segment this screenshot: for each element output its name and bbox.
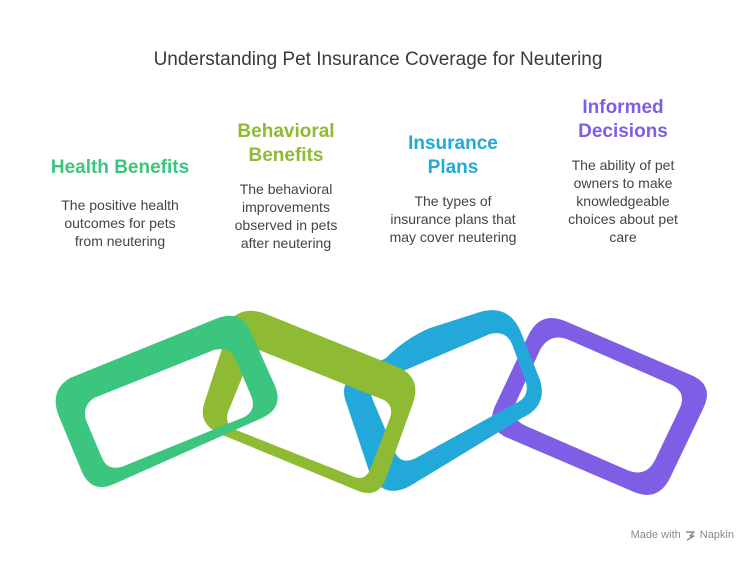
made-with-text: Made with: [630, 529, 681, 541]
napkin-brand-text: Napkin: [699, 529, 734, 541]
column-informed-decisions: Informed Decisions The ability of pet ow…: [543, 96, 703, 246]
chain-link-olive: [202, 310, 416, 494]
column-title: Insurance Plans: [373, 132, 533, 180]
title-line: Health Benefits: [50, 157, 190, 178]
desc-line: knowledgeable: [576, 193, 670, 209]
title-line: Plans: [427, 157, 479, 178]
column-description: The positive health outcomes for pets fr…: [40, 196, 200, 250]
column-title: Informed Decisions: [543, 96, 703, 144]
desc-line: The behavioral: [239, 181, 333, 197]
column-title: Behavioral Benefits: [206, 120, 366, 168]
title-line: Benefits: [248, 145, 324, 166]
title-line: Insurance: [408, 133, 498, 154]
column-description: The ability of pet owners to make knowle…: [543, 156, 703, 246]
title-line: Decisions: [578, 121, 668, 142]
desc-line: owners to make: [573, 175, 673, 191]
desc-line: choices about pet: [568, 211, 678, 227]
desc-line: The types of: [414, 193, 492, 209]
diagram-title: Understanding Pet Insurance Coverage for…: [153, 49, 603, 70]
chain-link-blue: [344, 310, 542, 491]
chain-link-purple: [492, 317, 707, 495]
desc-line: The ability of pet: [571, 157, 675, 173]
column-title: Health Benefits: [40, 156, 200, 180]
chain-link-green: [55, 315, 278, 488]
column-insurance-plans: Insurance Plans The types of insurance p…: [373, 132, 533, 246]
column-description: The behavioral improvements observed in …: [206, 180, 366, 252]
desc-line: observed in pets: [234, 217, 338, 233]
desc-line: from neutering: [74, 233, 166, 249]
made-with-napkin-credit: Made with Napkin: [631, 529, 734, 541]
column-description: The types of insurance plans that may co…: [373, 192, 533, 246]
desc-line: may cover neutering: [389, 229, 517, 245]
desc-line: outcomes for pets: [64, 215, 176, 231]
napkin-logo-icon: [685, 530, 695, 541]
title-line: Informed: [582, 97, 664, 118]
title-line: Behavioral: [237, 121, 335, 142]
desc-line: improvements: [242, 199, 330, 215]
desc-line: insurance plans that: [390, 211, 516, 227]
column-behavioral-benefits: Behavioral Benefits The behavioral impro…: [206, 120, 366, 252]
desc-line: after neutering: [240, 235, 332, 251]
desc-line: care: [609, 229, 637, 245]
column-health-benefits: Health Benefits The positive health outc…: [40, 156, 200, 250]
desc-line: The positive health: [61, 197, 179, 213]
